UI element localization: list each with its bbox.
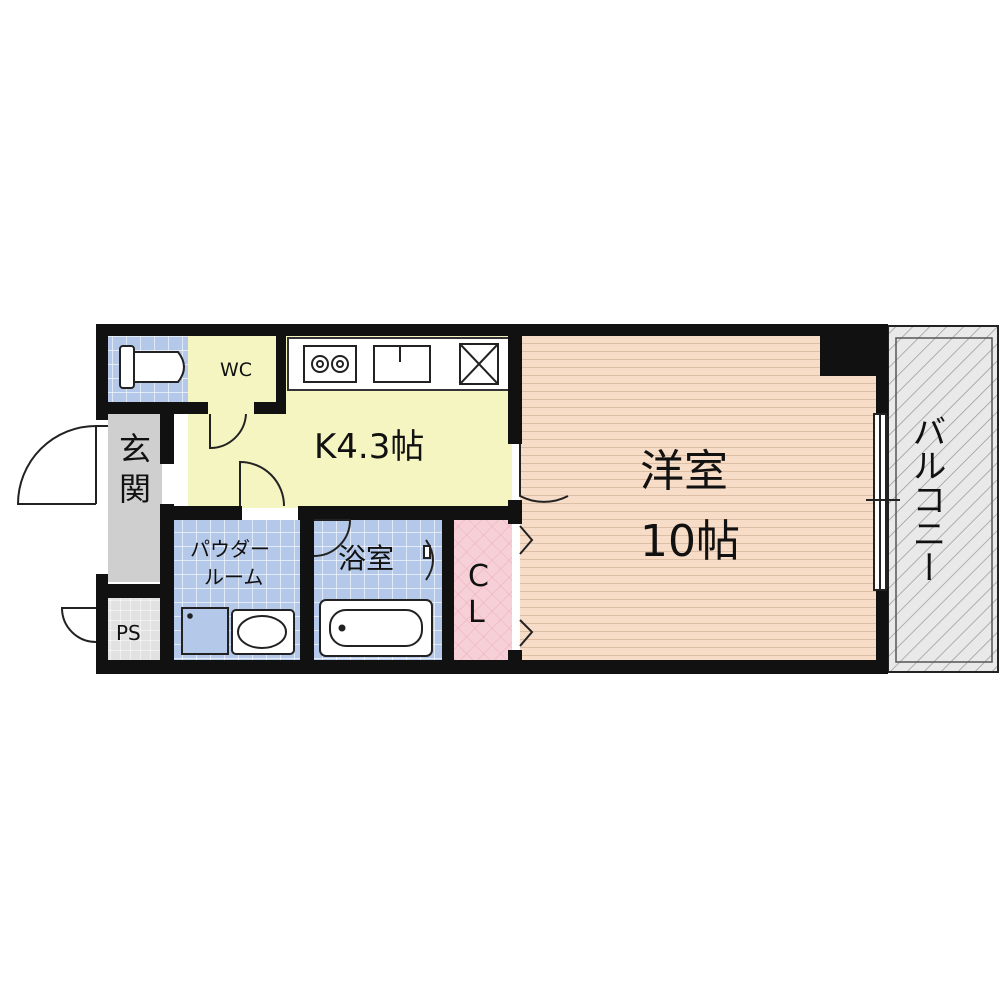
kitchen-label: K4.3帖 <box>314 427 424 467</box>
closet-floor <box>454 518 512 662</box>
western-room-label: 洋室 <box>640 446 728 497</box>
western-room-floor <box>520 334 878 662</box>
closet-label-top: C <box>468 559 489 594</box>
toilet-icon <box>119 345 185 389</box>
balcony-label: バルコニー <box>906 414 946 584</box>
balcony-window <box>866 413 900 591</box>
entrance-floor <box>108 414 162 582</box>
washing-machine-icon <box>181 607 229 655</box>
shower-icon <box>423 539 434 581</box>
wash-basin-icon <box>231 609 295 655</box>
powder-room-label-top: パウダー <box>190 537 270 561</box>
powder-room-label-bottom: ルーム <box>204 565 263 589</box>
pipe-space-label: PS <box>116 621 141 645</box>
wc-label: WC <box>220 359 252 381</box>
pipe-space-floor <box>108 598 160 660</box>
balcony-floor <box>887 325 999 673</box>
western-room-size-label: 10帖 <box>640 516 740 567</box>
closet-label-bottom: L <box>468 595 485 630</box>
fridge-space-icon <box>459 343 499 385</box>
walls <box>96 324 888 674</box>
stove-icon <box>303 345 357 383</box>
entrance-label-bottom: 関 <box>119 470 151 508</box>
door-swings <box>16 413 569 647</box>
bathtub-icon <box>319 599 433 657</box>
sink-icon <box>373 345 431 383</box>
bath-label: 浴室 <box>338 542 394 575</box>
entrance-label-top: 玄 <box>119 430 151 468</box>
